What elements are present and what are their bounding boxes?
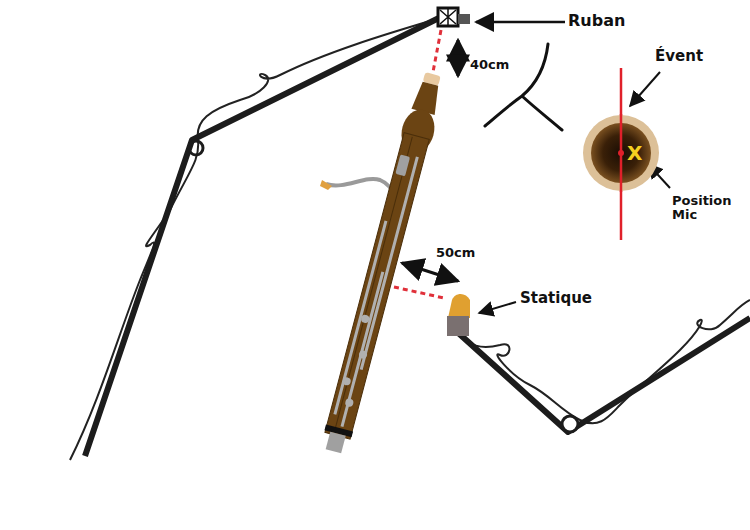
reed (320, 180, 332, 190)
distance-line (433, 30, 441, 72)
leader-line (479, 302, 516, 313)
dimension-arrow (402, 263, 458, 281)
dimension-label: 50cm (436, 246, 475, 260)
vent-shape (582, 114, 660, 192)
dimension-arrow (457, 40, 460, 76)
dimension-label: 40cm (470, 58, 509, 72)
part-label: Position Mic (672, 194, 736, 223)
stand-knob (189, 141, 203, 155)
mic-stand (85, 14, 447, 456)
mic-stand (455, 318, 750, 432)
leader-line (476, 21, 565, 24)
condenser-mic (447, 294, 470, 336)
mic-label: Ruban (568, 12, 625, 30)
mic-position-mark: X (627, 143, 642, 163)
stand-knob (562, 416, 578, 432)
vent-hole: X (582, 114, 660, 192)
cable (70, 18, 440, 460)
distance-line (394, 287, 444, 298)
ribbon-mic (438, 8, 470, 26)
mic-label: Statique (520, 290, 592, 307)
cable (458, 300, 750, 423)
bassoon (318, 70, 449, 455)
pattern-symbol (485, 44, 562, 130)
leader-line (630, 72, 660, 106)
part-label: Évent (655, 48, 703, 65)
